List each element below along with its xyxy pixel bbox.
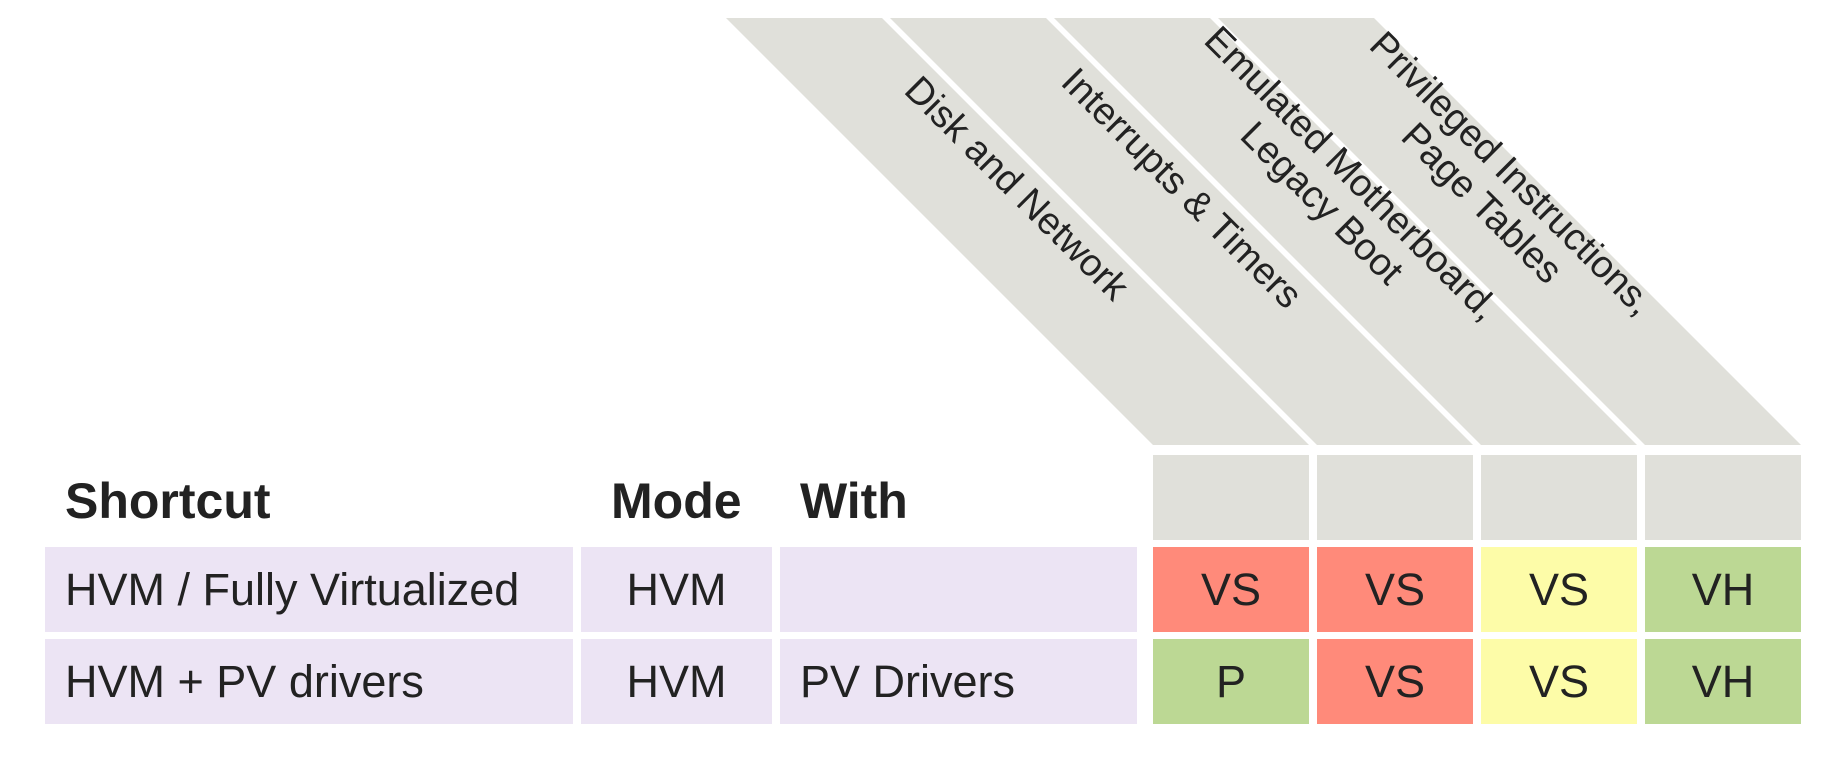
- row-1-with-cell: PV Drivers: [780, 639, 1137, 724]
- column-header-box-0: [1153, 455, 1309, 540]
- row-1-privileged-pagetables-value: VH: [1691, 656, 1755, 707]
- row-0-disk-network-value: VS: [1200, 564, 1262, 615]
- slanted-band-privileged-pagetables: [1218, 18, 1801, 445]
- row-0-interrupts-timers-cell: VS: [1317, 547, 1473, 632]
- row-0-disk-network-cell: VS: [1153, 547, 1309, 632]
- row-0-shortcut: HVM / Fully Virtualized: [65, 564, 520, 615]
- row-0-privileged-pagetables-value: VH: [1691, 564, 1755, 615]
- row-0-motherboard-boot-cell: VS: [1481, 547, 1637, 632]
- slanted-band-disk-network: [726, 18, 1309, 445]
- header-shortcut: Shortcut: [65, 473, 271, 529]
- column-header-box-2: [1481, 455, 1637, 540]
- row-0-privileged-pagetables-cell: VH: [1645, 547, 1801, 632]
- row-1-shortcut: HVM + PV drivers: [65, 656, 424, 707]
- row-1-with: PV Drivers: [800, 656, 1016, 707]
- row-1-mode-cell: HVM: [581, 639, 772, 724]
- row-1-disk-network-cell: P: [1153, 639, 1309, 724]
- header-mode: Mode: [611, 473, 742, 529]
- row-1-mode: HVM: [626, 656, 727, 707]
- row-1-privileged-pagetables-cell: VH: [1645, 639, 1801, 724]
- row-1-shortcut-cell: HVM + PV drivers: [45, 639, 573, 724]
- column-header-box-3: [1645, 455, 1801, 540]
- slanted-band-interrupts-timers: [890, 18, 1473, 445]
- row-1-interrupts-timers-value: VS: [1364, 656, 1426, 707]
- row-1-disk-network-value: P: [1215, 656, 1246, 707]
- row-0-mode-cell: HVM: [581, 547, 772, 632]
- row-1-motherboard-boot-value: VS: [1528, 656, 1590, 707]
- row-0-mode: HVM: [626, 564, 727, 615]
- row-0-interrupts-timers-value: VS: [1364, 564, 1426, 615]
- row-1-motherboard-boot-cell: VS: [1481, 639, 1637, 724]
- row-0-motherboard-boot-value: VS: [1528, 564, 1590, 615]
- column-header-box-1: [1317, 455, 1473, 540]
- header-with: With: [800, 473, 908, 529]
- slanted-band-motherboard-boot: [1054, 18, 1637, 445]
- row-1-interrupts-timers-cell: VS: [1317, 639, 1473, 724]
- row-0-with-cell: [780, 547, 1137, 632]
- row-0-shortcut-cell: HVM / Fully Virtualized: [45, 547, 573, 632]
